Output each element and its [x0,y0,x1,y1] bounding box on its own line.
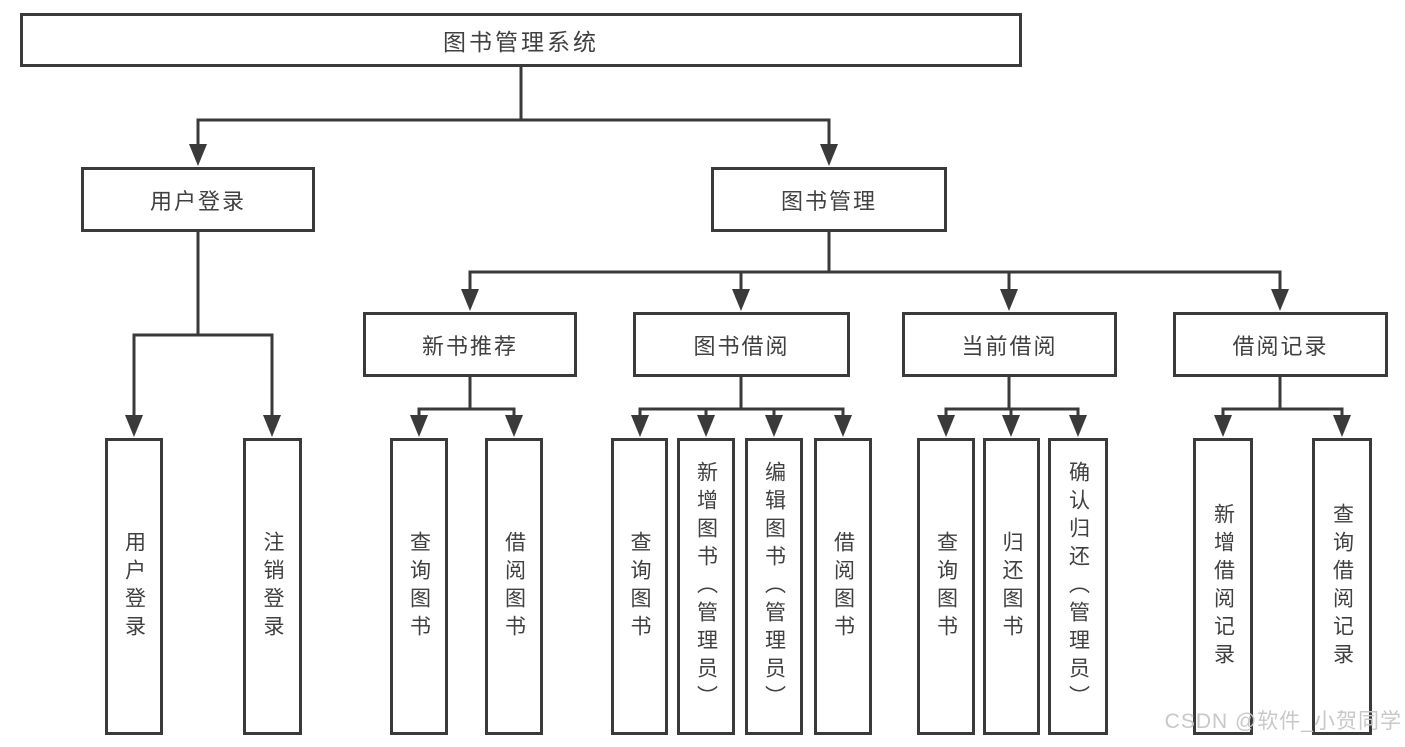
arrowhead-user-login [189,144,207,166]
arrowhead-borrow-record [1271,289,1289,311]
leaf-borrow-book: 借阅图书 [814,438,872,735]
arrowhead-leaf-logout [263,415,281,437]
node-book-management: 图书管理 [711,167,947,232]
leaf-query-book-borrow: 查询图书 [611,438,668,735]
leaf-add-borrow-record: 新增借阅记录 [1193,438,1253,735]
arrowhead-br-query [1333,415,1351,437]
leaf-edit-book-admin: 编辑图书（管理员） [745,438,803,735]
leaf-query-book-current: 查询图书 [917,438,975,735]
leaf-logout: 注销登录 [243,438,302,735]
arrowhead-bb-edit [765,415,783,437]
arrowhead-current-borrow [1000,289,1018,311]
node-book-borrow: 图书借阅 [633,312,850,377]
node-user-login: 用户登录 [81,167,315,232]
arrowhead-cb-query [937,415,955,437]
arrowhead-new-book [461,289,479,311]
leaf-return-book: 归还图书 [983,438,1040,735]
arrowhead-cb-return [1002,415,1020,437]
leaf-confirm-return-admin: 确认归还（管理员） [1048,438,1108,735]
leaf-user-login: 用户登录 [105,438,163,735]
leaf-borrow-book-recommend: 借阅图书 [485,438,543,735]
arrowhead-br-add [1214,415,1232,437]
watermark: CSDN @软件_小贺同学 [1164,710,1402,733]
arrowhead-nb-query [410,415,428,437]
arrowhead-bb-borrow [834,415,852,437]
arrowhead-bb-query [631,415,649,437]
arrowhead-nb-borrow [505,415,523,437]
leaf-add-book-admin: 新增图书（管理员） [677,438,735,735]
node-current-borrow: 当前借阅 [902,312,1117,377]
arrowhead-book-borrow [732,289,750,311]
node-new-book-recommend: 新书推荐 [363,312,577,377]
arrowhead-cb-confirm [1069,415,1087,437]
arrowhead-book-management [820,144,838,166]
node-root: 图书管理系统 [20,13,1022,67]
leaf-query-borrow-record: 查询借阅记录 [1312,438,1372,735]
node-borrow-record: 借阅记录 [1173,312,1388,377]
leaf-query-book-recommend: 查询图书 [390,438,448,735]
arrowhead-bb-add [697,415,715,437]
arrowhead-leaf-user-login [125,415,143,437]
